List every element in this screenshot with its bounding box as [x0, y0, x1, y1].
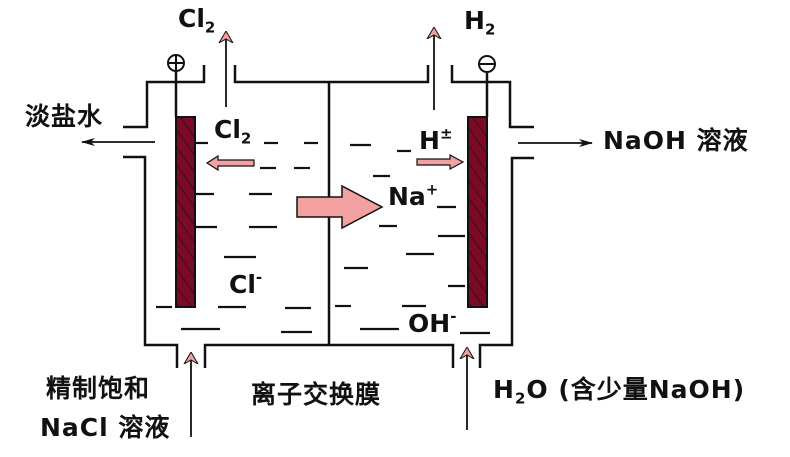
left-outlet-pipe-top [123, 65, 206, 129]
brine-feed-label-line2: NaCl 溶液 [40, 413, 171, 442]
top-lid [233, 65, 430, 84]
h-ion-label: H± [419, 124, 453, 155]
cl2-gas-label: Cl2 [178, 4, 216, 37]
left-solution-dashes [156, 141, 318, 334]
oh-ion-label: OH- [408, 307, 457, 338]
water-feed-label: H2O (含少量NaOH) [493, 375, 746, 408]
h2-gas-label: H2 [464, 6, 496, 39]
na-ion-membrane-arrow [296, 184, 384, 230]
anode-electrode [175, 116, 196, 308]
na-ion-label: Na+ [388, 180, 439, 211]
right-outlet-pipe-bottom [478, 156, 534, 368]
naoh-solution-label: NaOH 溶液 [603, 126, 749, 155]
cathode-electrode [467, 116, 488, 308]
right-solution-dashes [335, 143, 490, 335]
bottom-wall [203, 343, 455, 368]
left-outlet-pipe-bottom [123, 155, 179, 368]
cl-ion-migration-arrow [205, 154, 255, 172]
membrane-label: 离子交换膜 [251, 380, 382, 409]
cl-ion-label: Cl- [229, 268, 263, 299]
cl2-inside-label: Cl2 [214, 115, 252, 148]
h-ion-migration-arrow [416, 153, 465, 171]
right-top-lid [450, 65, 534, 129]
dilute-brine-label: 淡盐水 [25, 102, 104, 131]
brine-feed-label-line1: 精制饱和 [46, 374, 151, 403]
